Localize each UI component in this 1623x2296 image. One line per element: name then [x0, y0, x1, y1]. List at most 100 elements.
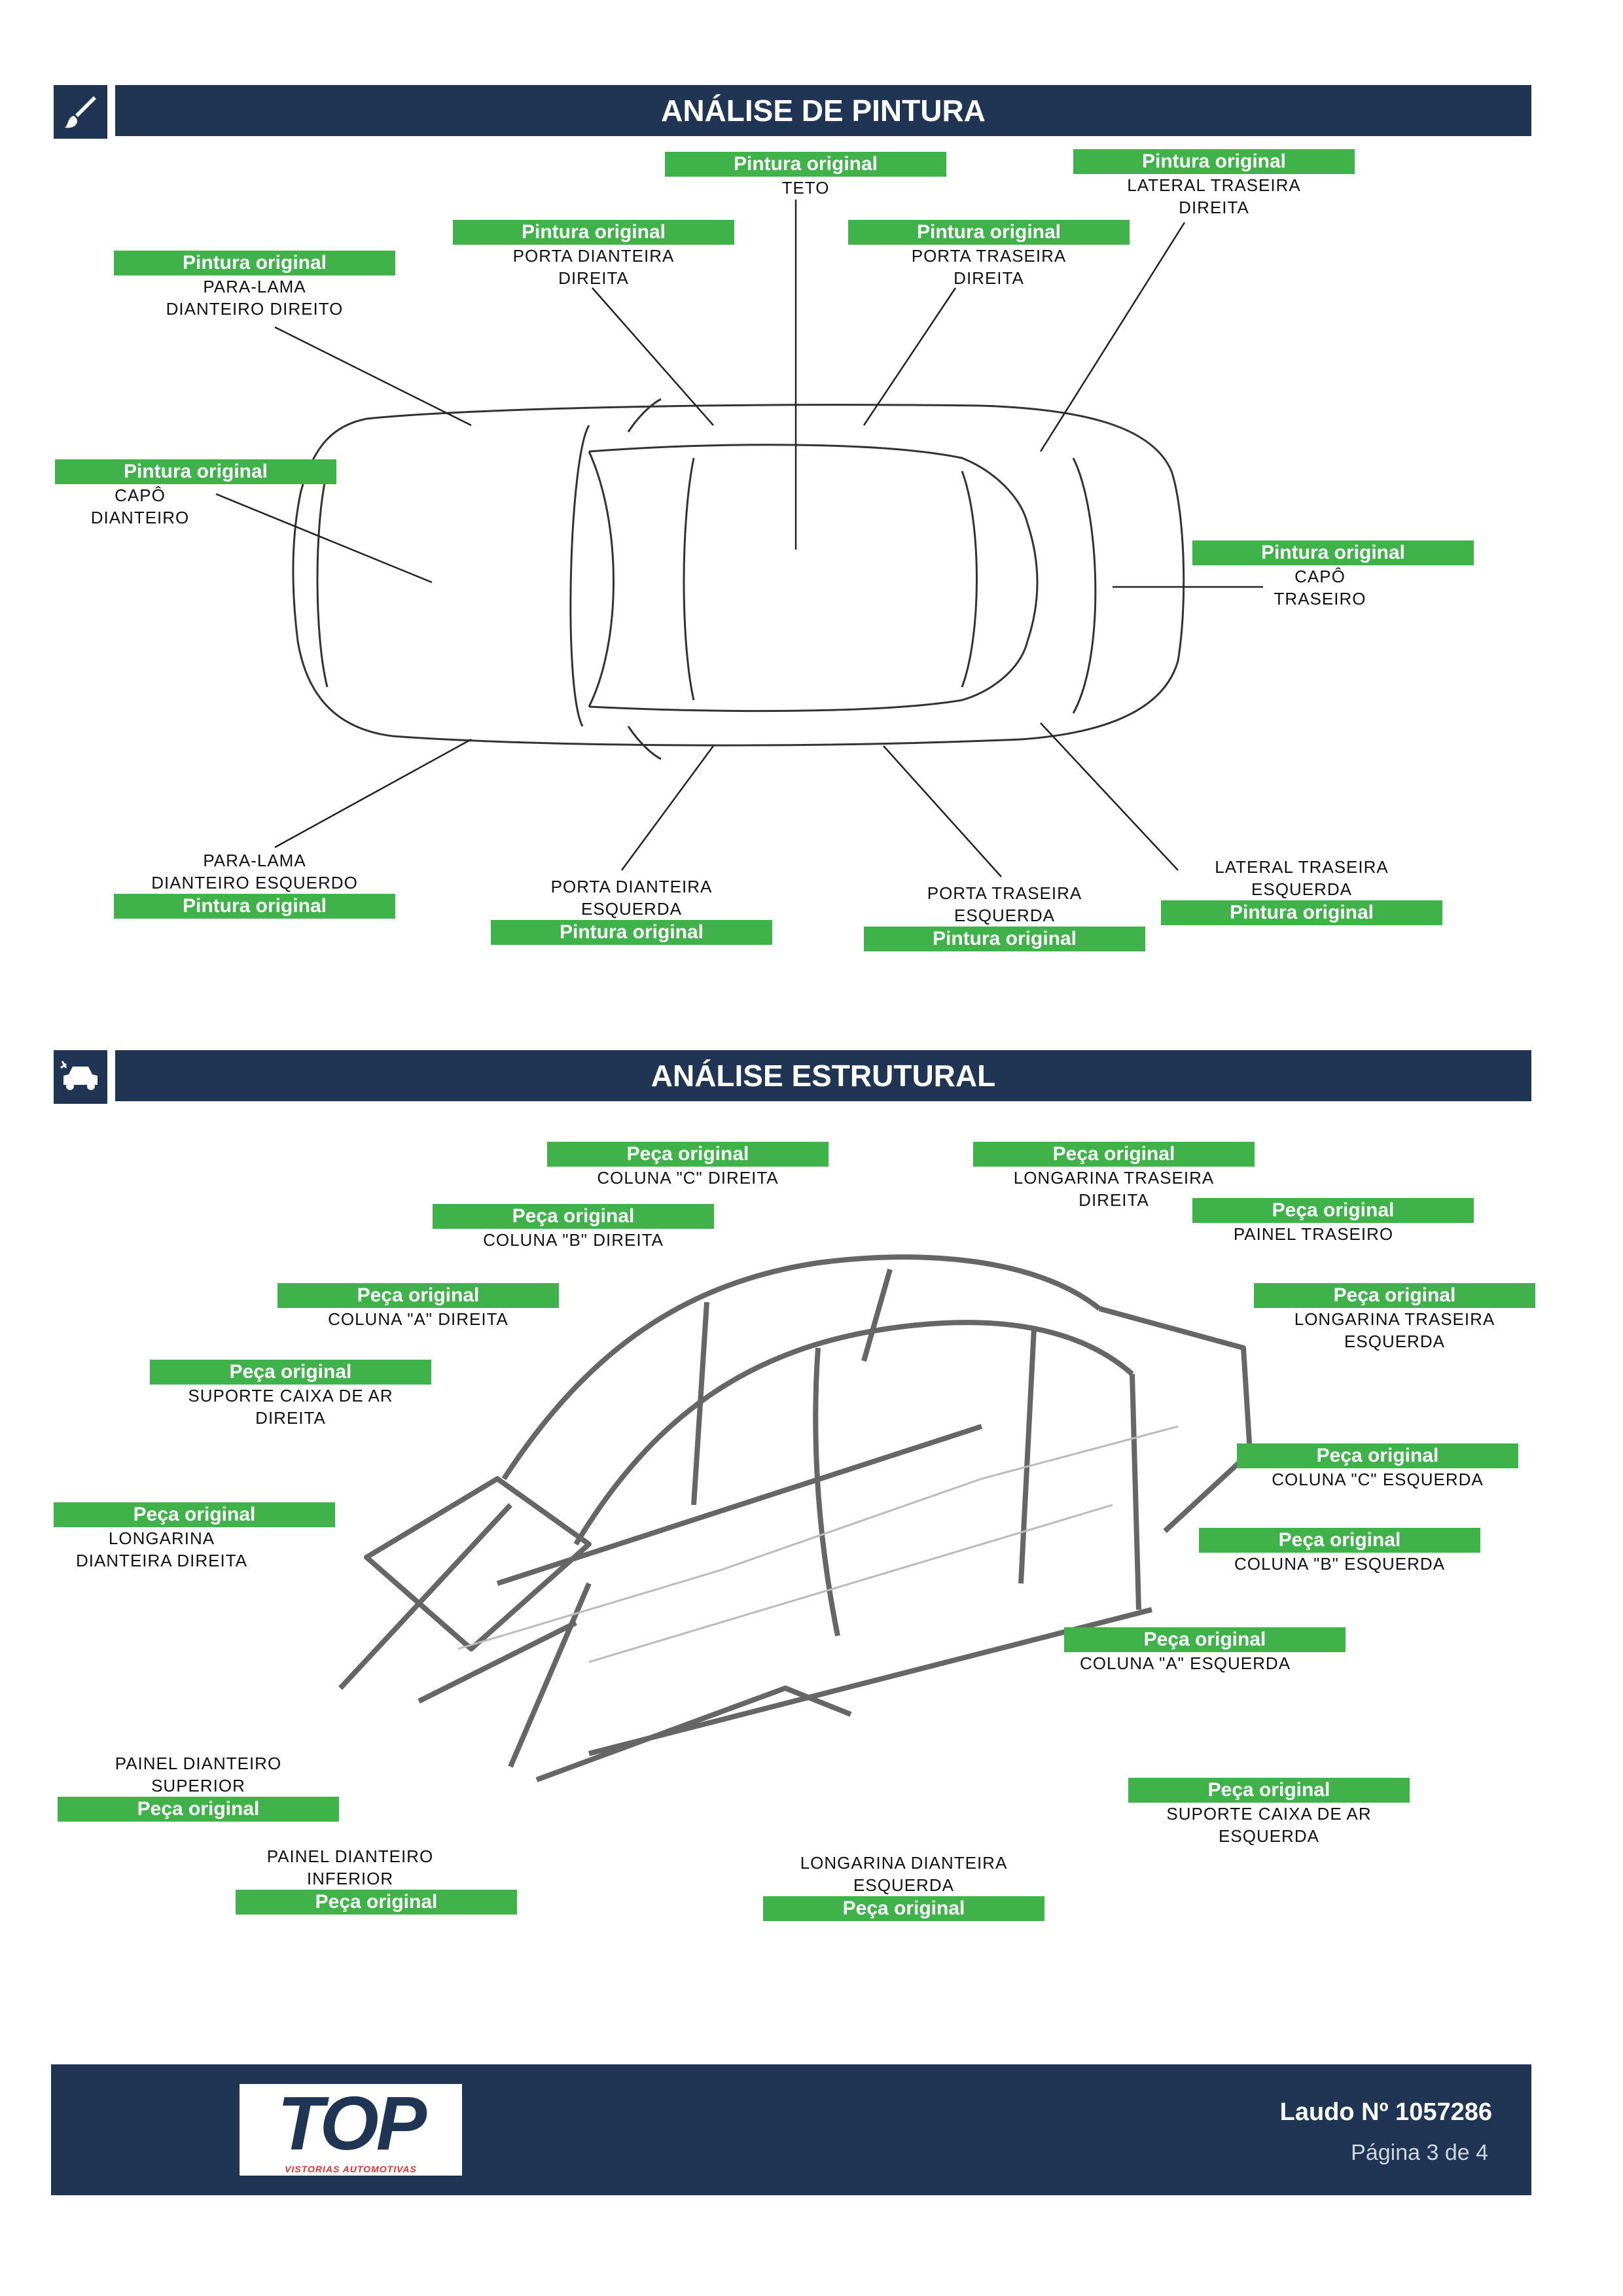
part-label: LONGARINA DIANTEIRA ESQUERDA [800, 1853, 1008, 1895]
pintura-line-capo-dianteiro [215, 493, 433, 584]
estrutural-item-painel-dianteiro-superior: PAINEL DIANTEIRO SUPERIOR Peça original [58, 1752, 339, 1822]
pintura-item-porta-traseira-esquerda: PORTA TRASEIRA ESQUERDA Pintura original [864, 882, 1145, 951]
estrutural-item-painel-traseiro: Peça original PAINEL TRASEIRO [1192, 1198, 1474, 1245]
pintura-item-teto: Pintura original TETO [665, 152, 946, 199]
car-top-view-diagram [215, 200, 1263, 877]
logo-subtitle: VISTORIAS AUTOMOTIVAS [285, 2164, 417, 2174]
status-badge: Pintura original [55, 459, 336, 484]
pintura-line-porta-traseira-direita [863, 287, 957, 426]
part-label: COLUNA "C" ESQUERDA [1272, 1470, 1484, 1489]
part-label: PARA-LAMA DIANTEIRO DIREITO [166, 277, 344, 319]
pintura-line-lateral-traseira-direita [1039, 222, 1186, 452]
pintura-item-lateral-traseira-esquerda: LATERAL TRASEIRA ESQUERDA Pintura origin… [1161, 856, 1442, 925]
part-label: CAPÔ TRASEIRO [1274, 567, 1366, 609]
pintura-line-lateral-traseira-esquerda [1040, 722, 1179, 871]
part-label: PORTA DIANTEIRA ESQUERDA [550, 877, 713, 919]
estrutural-item-painel-dianteiro-inferior: PAINEL DIANTEIRO INFERIOR Peça original [236, 1845, 517, 1915]
estrutural-item-suporte-caixa-de-ar-esquerda: Peça original SUPORTE CAIXA DE AR ESQUER… [1128, 1778, 1410, 1847]
part-label: TETO [781, 178, 830, 198]
status-badge: Peça original [973, 1142, 1255, 1167]
estrutural-item-coluna-a-direita: Peça original COLUNA "A" DIREITA [277, 1283, 559, 1330]
status-badge: Peça original [1064, 1627, 1346, 1652]
part-label: PAINEL DIANTEIRO SUPERIOR [115, 1754, 282, 1795]
pintura-line-porta-dianteira-direita [592, 287, 714, 426]
pintura-item-para-lama-dianteiro-direito: Pintura original PARA-LAMA DIANTEIRO DIR… [114, 251, 395, 320]
pintura-item-lateral-traseira-direita: Pintura original LATERAL TRASEIRA DIREIT… [1073, 149, 1355, 219]
part-label: COLUNA "C" DIREITA [597, 1168, 779, 1188]
estrutural-header-icon-box [54, 1050, 107, 1104]
estrutural-item-longarina-traseira-esquerda: Peça original LONGARINA TRASEIRA ESQUERD… [1254, 1283, 1535, 1352]
status-badge: Pintura original [114, 251, 395, 275]
estrutural-header: ANÁLISE ESTRUTURAL [115, 1050, 1531, 1101]
top-logo: TOP VISTORIAS AUTOMOTIVAS [240, 2084, 462, 2176]
status-badge: Peça original [763, 1896, 1044, 1921]
status-badge: Peça original [58, 1797, 339, 1822]
page-footer: TOP VISTORIAS AUTOMOTIVAS Laudo Nº 10572… [51, 2064, 1531, 2195]
estrutural-item-coluna-a-esquerda: Peça original COLUNA "A" ESQUERDA [1064, 1627, 1346, 1674]
estrutural-item-longarina-traseira-direita: Peça original LONGARINA TRASEIRA DIREITA [973, 1142, 1255, 1211]
status-badge: Peça original [1237, 1443, 1518, 1468]
pintura-item-porta-dianteira-esquerda: PORTA DIANTEIRA ESQUERDA Pintura origina… [491, 875, 772, 945]
status-badge: Pintura original [491, 920, 772, 945]
pintura-line-para-lama-dianteiro-direito [274, 326, 472, 427]
part-label: SUPORTE CAIXA DE AR ESQUERDA [1166, 1804, 1372, 1846]
status-badge: Pintura original [848, 220, 1130, 245]
part-label: COLUNA "B" DIREITA [483, 1230, 664, 1250]
logo-text: TOP [277, 2081, 427, 2166]
status-badge: Pintura original [1192, 540, 1474, 565]
status-badge: Peça original [54, 1502, 335, 1527]
page-number: Página 3 de 4 [1351, 2140, 1488, 2165]
brush-icon [65, 96, 96, 128]
pintura-line-porta-dianteira-esquerda [620, 745, 715, 871]
part-label: LONGARINA DIANTEIRA DIREITA [75, 1528, 248, 1570]
pintura-item-capo-dianteiro: Pintura original CAPÔ DIANTEIRO [55, 459, 336, 529]
estrutural-item-coluna-c-esquerda: Peça original COLUNA "C" ESQUERDA [1237, 1443, 1518, 1491]
status-badge: Pintura original [665, 152, 946, 177]
status-badge: Peça original [547, 1142, 829, 1167]
estrutural-item-coluna-b-esquerda: Peça original COLUNA "B" ESQUERDA [1199, 1528, 1480, 1575]
status-badge: Peça original [1192, 1198, 1474, 1223]
part-label: SUPORTE CAIXA DE AR DIREITA [188, 1386, 393, 1428]
car-crash-icon [60, 1061, 98, 1090]
status-badge: Peça original [1254, 1283, 1535, 1308]
part-label: COLUNA "A" ESQUERDA [1079, 1653, 1291, 1673]
pintura-title: ANÁLISE DE PINTURA [661, 94, 986, 128]
pintura-item-capo-traseiro: Pintura original CAPÔ TRASEIRO [1192, 540, 1474, 610]
pintura-item-porta-traseira-direita: Pintura original PORTA TRASEIRA DIREITA [848, 220, 1130, 289]
status-badge: Peça original [1128, 1778, 1410, 1803]
pintura-header: ANÁLISE DE PINTURA [115, 85, 1531, 136]
status-badge: Peça original [1199, 1528, 1480, 1553]
status-badge: Pintura original [864, 927, 1145, 951]
laudo-number: Laudo Nº 1057286 [1279, 2098, 1492, 2126]
part-label: PORTA TRASEIRA DIREITA [911, 246, 1067, 288]
part-label: PAINEL DIANTEIRO INFERIOR [266, 1846, 434, 1888]
status-badge: Pintura original [1161, 900, 1442, 925]
pintura-item-para-lama-dianteiro-esquerdo: PARA-LAMA DIANTEIRO ESQUERDO Pintura ori… [114, 849, 395, 919]
part-label: PORTA TRASEIRA ESQUERDA [927, 883, 1082, 925]
pintura-item-porta-dianteira-direita: Pintura original PORTA DIANTEIRA DIREITA [453, 220, 734, 289]
part-label: COLUNA "B" ESQUERDA [1234, 1554, 1446, 1574]
estrutural-item-coluna-c-direita: Peça original COLUNA "C" DIREITA [547, 1142, 829, 1189]
estrutural-item-longarina-dianteira-direita: Peça original LONGARINA DIANTEIRA DIREIT… [54, 1502, 335, 1572]
status-badge: Peça original [236, 1890, 517, 1915]
pintura-line-porta-traseira-esquerda [883, 745, 1002, 877]
part-label: CAPÔ DIANTEIRO [90, 486, 190, 527]
status-badge: Pintura original [114, 894, 395, 919]
estrutural-item-coluna-b-direita: Peça original COLUNA "B" DIREITA [433, 1204, 714, 1251]
estrutural-item-suporte-caixa-de-ar-direita: Peça original SUPORTE CAIXA DE AR DIREIT… [150, 1360, 431, 1429]
pintura-line-para-lama-dianteiro-esquerdo [274, 738, 472, 849]
part-label: COLUNA "A" DIREITA [328, 1309, 508, 1329]
part-label: PARA-LAMA DIANTEIRO ESQUERDO [151, 851, 358, 892]
car-body-frame-diagram [338, 1254, 1253, 1782]
pintura-header-icon-box [54, 85, 107, 139]
part-label: PORTA DIANTEIRA DIREITA [512, 246, 675, 288]
estrutural-item-longarina-dianteira-esquerda: LONGARINA DIANTEIRA ESQUERDA Peça origin… [763, 1852, 1044, 1921]
part-label: LONGARINA TRASEIRA ESQUERDA [1294, 1309, 1495, 1351]
part-label: LATERAL TRASEIRA DIREITA [1127, 175, 1301, 217]
status-badge: Peça original [277, 1283, 559, 1308]
estrutural-title: ANÁLISE ESTRUTURAL [651, 1059, 996, 1093]
status-badge: Pintura original [1073, 149, 1355, 174]
status-badge: Pintura original [453, 220, 734, 245]
status-badge: Peça original [150, 1360, 431, 1385]
part-label: LONGARINA TRASEIRA DIREITA [1013, 1168, 1215, 1210]
